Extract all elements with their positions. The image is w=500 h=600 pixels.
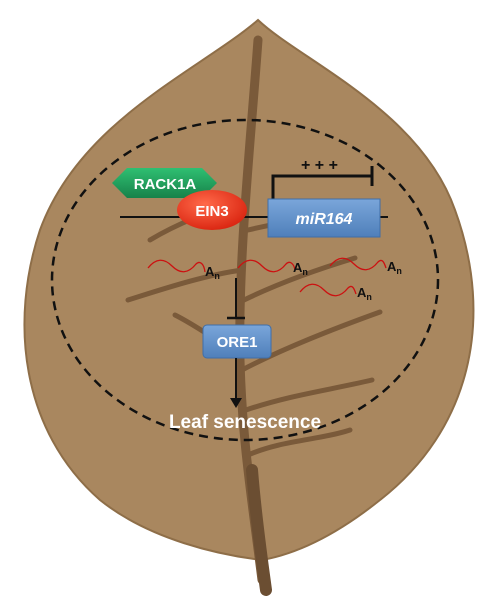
mrna-label-1: An (205, 264, 220, 281)
mrna-label-3: An (387, 259, 402, 276)
mrna-label-2: An (293, 260, 308, 277)
nucleus-boundary (50, 118, 440, 442)
activation-marks: + + + (301, 157, 338, 174)
mir164-label: miR164 (296, 211, 353, 228)
mrna-wave-3 (329, 257, 387, 271)
ore1-label: ORE1 (217, 334, 258, 351)
activation-bracket (271, 174, 372, 200)
ein3-shape (177, 190, 247, 230)
activation-arrow-head (230, 398, 242, 408)
leaf-stem (246, 464, 272, 596)
ein3-label: EIN3 (195, 203, 228, 220)
mrna-wave-1 (147, 259, 206, 273)
rack1a-label: RACK1A (134, 176, 197, 193)
leaf-senescence-label: Leaf senescence (169, 412, 321, 433)
mrna-wave-2 (237, 259, 296, 273)
mrna-label-4: An (357, 285, 372, 302)
mrna-transcripts (147, 257, 387, 297)
rack1a-shape (112, 168, 217, 198)
mrna-wave-4 (299, 283, 357, 297)
mir164-box (267, 198, 381, 238)
